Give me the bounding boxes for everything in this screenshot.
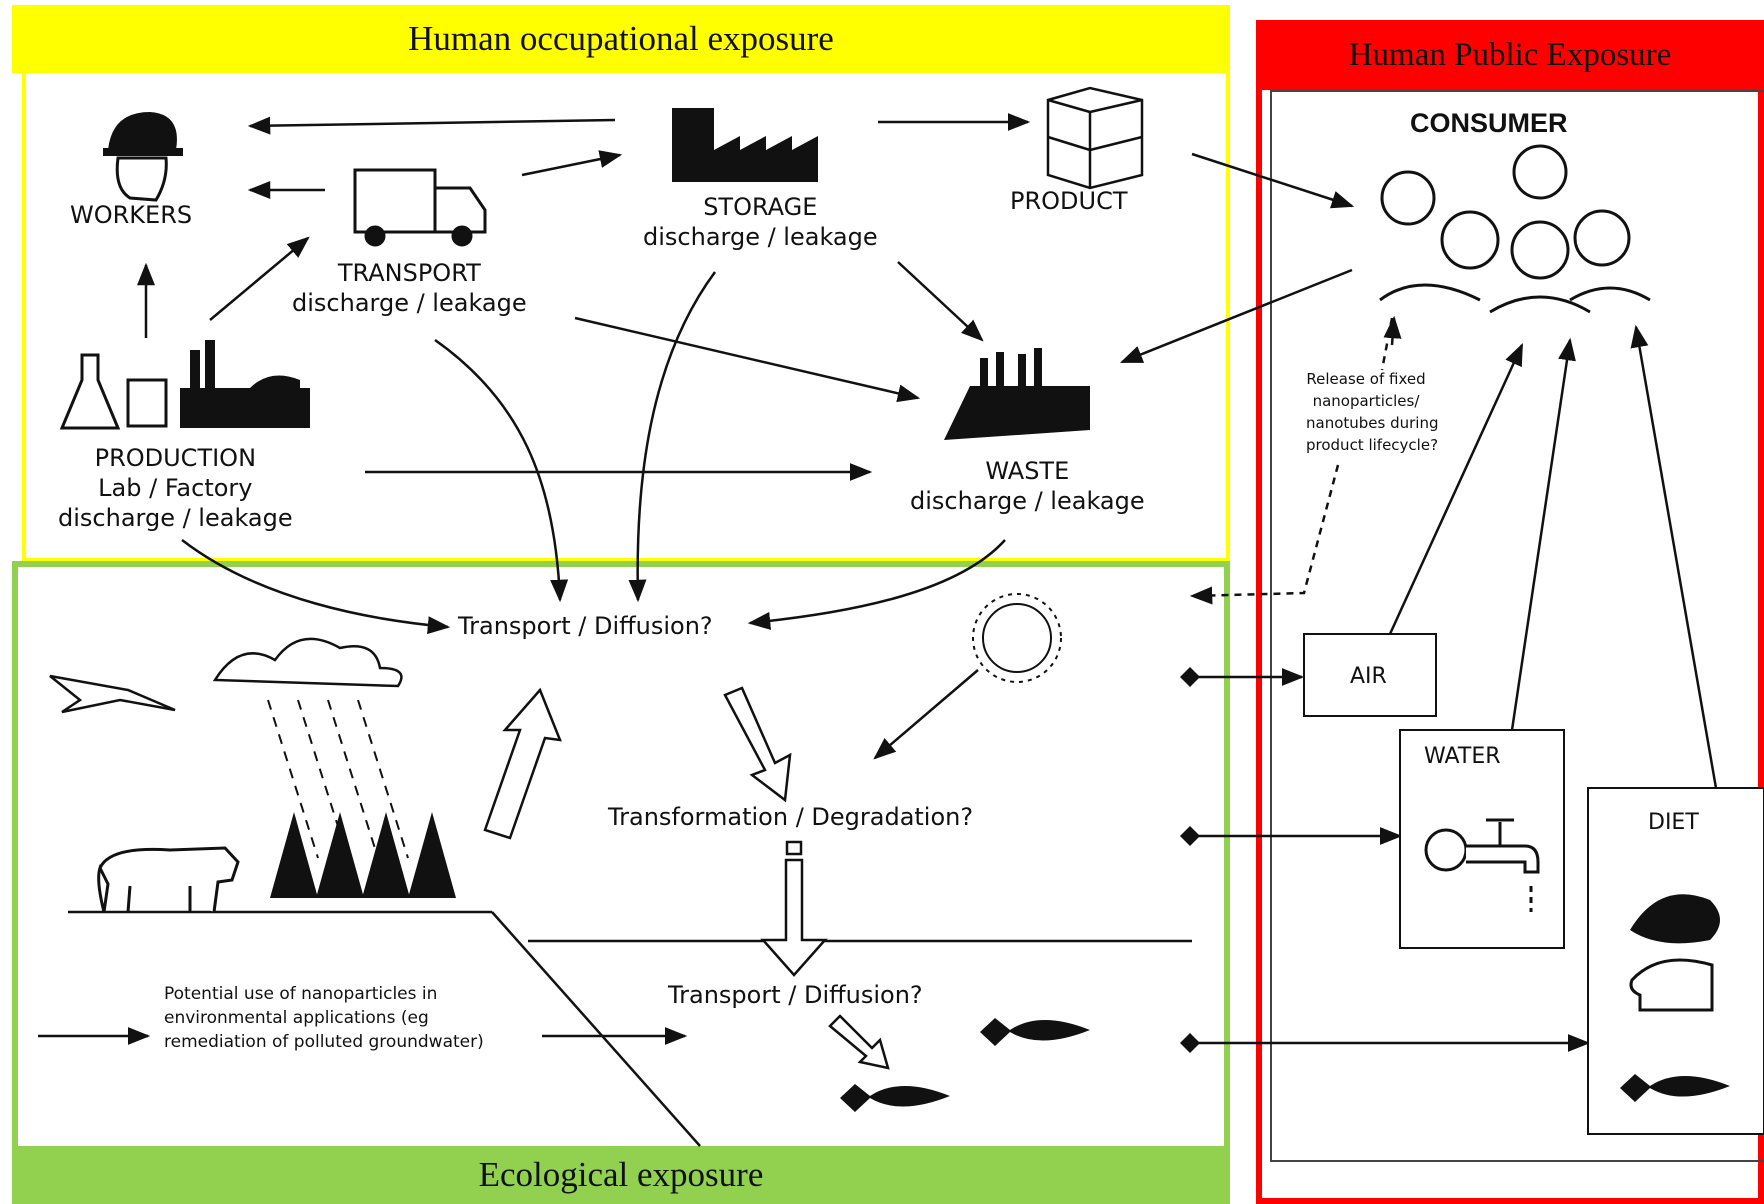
arrow-transport-storage <box>521 150 623 177</box>
water-box <box>1399 729 1565 949</box>
release-note: Release of fixed nanoparticles/ nanotube… <box>1306 368 1439 456</box>
workers-icon <box>103 112 183 202</box>
lab-flask-icon <box>59 353 168 430</box>
curve-waste-diffusion <box>747 539 1006 630</box>
slope-line <box>491 911 701 1147</box>
production-subtitle-2: discharge / leakage <box>58 504 293 532</box>
hollow-arrow-tail <box>785 840 803 856</box>
trees-icon <box>270 812 456 898</box>
water-label: WATER <box>1424 744 1501 769</box>
air-box <box>1303 633 1437 717</box>
vegetables-icon <box>1630 894 1720 944</box>
truck-icon <box>353 168 487 247</box>
transport-label: TRANSPORT discharge / leakage <box>292 258 527 318</box>
ecological-zone-title: Ecological exposure <box>12 1146 1230 1204</box>
waste-label: WASTE discharge / leakage <box>910 456 1145 516</box>
rain-lines <box>267 699 409 859</box>
fish-icon-3 <box>1620 1074 1730 1102</box>
potential-use-line-1: Potential use of nanoparticles in <box>164 984 438 1004</box>
cow-icon <box>97 846 240 913</box>
product-icon <box>1046 86 1144 190</box>
arrow-release-up <box>1383 315 1402 346</box>
arrow-transport-waste <box>574 316 921 403</box>
arrow-consumer-waste <box>1119 268 1353 364</box>
occupational-zone-title: Human occupational exposure <box>12 5 1230 73</box>
arrow-production-transport <box>209 236 310 321</box>
release-note-line-4: product lifecycle? <box>1306 436 1439 454</box>
consumer-panel <box>1270 90 1764 1162</box>
waste-facility-icon <box>944 348 1090 440</box>
curve-transport-diffusion <box>434 338 569 603</box>
water-tap-icon <box>1424 818 1540 912</box>
arrow-air-consumer <box>1388 342 1524 635</box>
arrow-storage-workers <box>247 116 616 135</box>
waste-subtitle: discharge / leakage <box>910 487 1145 515</box>
storage-label: STORAGE discharge / leakage <box>643 192 878 252</box>
transport-title: TRANSPORT <box>337 259 481 287</box>
fish-icon-1 <box>980 1018 1090 1046</box>
curve-production-diffusion <box>181 539 451 635</box>
workers-label: WORKERS <box>70 201 193 229</box>
factory-icon <box>180 340 310 428</box>
hollow-arrow-up <box>483 687 562 840</box>
storage-subtitle: discharge / leakage <box>643 223 878 251</box>
production-subtitle-1: Lab / Factory <box>98 474 253 502</box>
potential-use-line-3: remediation of polluted groundwater) <box>164 1032 484 1052</box>
hollow-arrow-down-2 <box>760 858 828 977</box>
diet-label: DIET <box>1648 810 1699 835</box>
air-label: AIR <box>1350 664 1387 689</box>
hollow-arrow-down-1 <box>723 686 792 803</box>
waste-title: WASTE <box>985 457 1070 485</box>
curve-storage-diffusion <box>628 271 717 603</box>
release-note-line-3: nanotubes during <box>1306 414 1439 432</box>
release-note-line-1: Release of fixed <box>1306 370 1426 388</box>
cloud-icon <box>212 637 403 688</box>
potential-use-line-2: environmental applications (eg <box>164 1008 429 1028</box>
hollow-arrow-down-3 <box>828 1014 890 1070</box>
fish-icon-2 <box>840 1084 950 1112</box>
storage-title: STORAGE <box>703 193 818 221</box>
arrow-sun-transformation <box>873 669 979 760</box>
transformation-label: Transformation / Degradation? <box>608 803 974 831</box>
arrow-product-consumer <box>1191 152 1355 209</box>
sun-icon <box>972 593 1062 683</box>
arrow-water-consumer <box>1510 337 1576 731</box>
bread-icon <box>1629 958 1714 1012</box>
potential-use-note: Potential use of nanoparticles in enviro… <box>164 982 484 1054</box>
release-note-line-2: nanoparticles/ <box>1312 392 1420 410</box>
arrow-storage-waste <box>897 261 984 342</box>
transport-diffusion-label-2: Transport / Diffusion? <box>668 981 923 1009</box>
public-zone-title: Human Public Exposure <box>1256 20 1764 90</box>
arrow-diet-consumer <box>1630 324 1718 789</box>
bird-icon <box>49 674 176 714</box>
consumer-label: CONSUMER <box>1410 108 1568 138</box>
storage-building-icon <box>672 108 818 182</box>
transport-subtitle: discharge / leakage <box>292 289 527 317</box>
product-label: PRODUCT <box>1010 187 1128 215</box>
production-title: PRODUCTION <box>94 444 257 472</box>
production-label: PRODUCTION Lab / Factory discharge / lea… <box>58 443 293 533</box>
arrow-release-dashed <box>1192 317 1394 596</box>
consumer-people-icon <box>1379 144 1651 314</box>
transport-diffusion-label-1: Transport / Diffusion? <box>458 612 713 640</box>
